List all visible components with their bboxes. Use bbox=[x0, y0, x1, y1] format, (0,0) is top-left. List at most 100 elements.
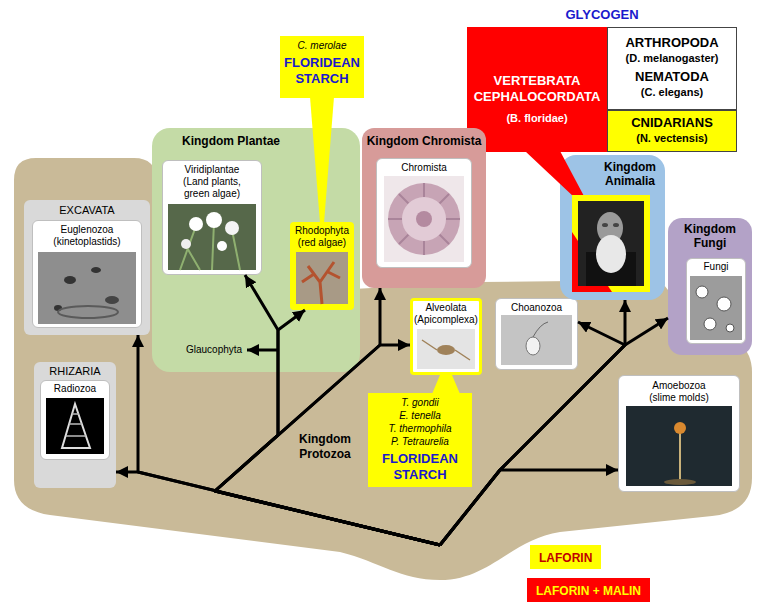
callout-tail bbox=[432, 375, 460, 394]
plant-photo bbox=[168, 204, 256, 270]
kinetoplastid-photo bbox=[58, 306, 118, 318]
kingdom-region: Kingdom Animalia bbox=[560, 155, 665, 300]
legend-text: LAFORIN bbox=[539, 551, 592, 565]
kinetoplastid-photo bbox=[54, 305, 62, 311]
node-text: NEMATODA bbox=[610, 69, 734, 85]
taxon-box: Alveolata (Apicomplexa) bbox=[410, 298, 482, 375]
node-text: C. merolae bbox=[282, 40, 362, 52]
node-text: T. gondii bbox=[370, 396, 470, 409]
node-text: Kingdom Fungi bbox=[674, 222, 746, 250]
taxon-box: Fungi bbox=[686, 258, 746, 344]
tree-arrow bbox=[440, 470, 618, 545]
portrait-photo bbox=[597, 212, 623, 244]
tree-arrow bbox=[138, 335, 440, 545]
taxon-label: Glaucophyta bbox=[186, 344, 242, 356]
legend-swatch: LAFORIN bbox=[530, 545, 601, 569]
choanoflagellate-photo bbox=[501, 315, 572, 365]
group-box: EXCAVATA Euglenozoa (kinetoplastids) bbox=[24, 200, 150, 335]
taxon-box: Amoebozoa (slime molds) bbox=[618, 375, 740, 492]
node-text: CNIDARIANS bbox=[610, 115, 734, 131]
callout-box: T. gondiiE. tenellaT. thermophilaP. Tetr… bbox=[368, 393, 472, 487]
taxon-box: Chromista bbox=[376, 158, 472, 268]
plant-photo bbox=[225, 221, 239, 235]
node-text: (D. melanogaster) bbox=[610, 51, 734, 65]
legend-swatch: LAFORIN + MALIN bbox=[527, 578, 650, 602]
node-text: Kingdom Protozoa bbox=[286, 432, 364, 462]
alga-photo bbox=[296, 252, 348, 304]
taxon-cell: CNIDARIANS(N. vectensis) bbox=[607, 110, 737, 152]
kingdom-region: Kingdom ChromistaChromista bbox=[362, 128, 486, 288]
kingdom-region: Kingdom PlantaeViridiplantae (Land plant… bbox=[152, 128, 360, 372]
portrait-photo bbox=[602, 223, 608, 227]
portrait-photo bbox=[586, 252, 636, 286]
tree-arrow bbox=[215, 310, 440, 545]
taxon-box: Radiozoa bbox=[40, 380, 110, 460]
kingdom-region: Kingdom FungiFungi bbox=[668, 218, 752, 355]
coccolith-photo bbox=[384, 176, 464, 262]
tree-arrow bbox=[215, 275, 440, 545]
tree-arrow bbox=[215, 345, 440, 545]
node-text: EXCAVATA bbox=[26, 204, 148, 217]
node-text: Kingdom Plantae bbox=[156, 134, 306, 149]
coccolith-photo bbox=[388, 183, 460, 255]
coccolith-photo bbox=[388, 183, 460, 255]
portrait-photo bbox=[572, 232, 612, 292]
callout-tail bbox=[525, 151, 585, 198]
node-text: FLORIDEAN STARCH bbox=[282, 55, 362, 87]
portrait-photo bbox=[596, 235, 626, 273]
node-text: Kingdom Chromista bbox=[364, 134, 484, 149]
taxon-cell: VERTEBRATA CEPHALOCORDATA (B. floridae) bbox=[467, 27, 607, 152]
alga-photo bbox=[296, 252, 348, 304]
node-text: Viridiplantae (Land plants, green algae) bbox=[173, 164, 251, 200]
node-text: Kingdom Animalia bbox=[598, 160, 662, 188]
slime-mold-photo bbox=[664, 479, 696, 485]
legend-entry: LAFORIN bbox=[530, 545, 601, 569]
plant-photo bbox=[206, 212, 222, 228]
radiolarian-photo bbox=[46, 398, 104, 454]
choanoflagellate-photo bbox=[526, 337, 540, 355]
table-group: GLYCOGEN VERTEBRATA CEPHALOCORDATA (B. flo… bbox=[467, 4, 737, 152]
radiolarian-photo bbox=[46, 398, 104, 454]
connector-group bbox=[116, 275, 668, 545]
plant-photo bbox=[217, 241, 227, 251]
legend-text: LAFORIN + MALIN bbox=[536, 584, 641, 598]
taxon-box: Viridiplantae (Land plants, green algae) bbox=[162, 160, 262, 275]
choanoflagellate-photo bbox=[533, 322, 548, 337]
callout-box: C. merolaeFLORIDEAN STARCH bbox=[280, 36, 364, 98]
coccolith-photo bbox=[384, 176, 464, 262]
slime-mold-photo bbox=[679, 432, 681, 482]
apicomplexan-photo bbox=[437, 345, 455, 355]
node-text: FLORIDEAN STARCH bbox=[370, 451, 470, 483]
node-text: P. Tetraurelia bbox=[370, 435, 470, 448]
yeast-photo bbox=[717, 297, 731, 311]
slime-mold-photo bbox=[674, 422, 686, 434]
legend-entry: LAFORIN + MALIN bbox=[527, 578, 650, 602]
node-text: GLYCOGEN bbox=[469, 6, 735, 24]
node-text: (B. floridae) bbox=[471, 111, 603, 125]
yeast-photo bbox=[704, 318, 716, 330]
apicomplexan-photo bbox=[417, 329, 475, 369]
node-text: Choanozoa bbox=[498, 302, 575, 314]
node-text: Chromista bbox=[379, 162, 469, 174]
node-text: Rhodophyta (red algae) bbox=[291, 225, 353, 249]
plant-photo bbox=[180, 222, 240, 270]
node-text: Radiozoa bbox=[43, 383, 107, 395]
node-text: Fungi bbox=[689, 261, 743, 273]
node-text: VERTEBRATA CEPHALOCORDATA bbox=[471, 73, 603, 105]
choanoflagellate-photo bbox=[501, 315, 572, 365]
tree-arrow bbox=[440, 300, 625, 545]
portrait-photo bbox=[613, 223, 619, 227]
yeast-photo bbox=[726, 324, 734, 332]
node-text: Euglenozoa (kinetoplastids) bbox=[37, 224, 137, 248]
portrait-photo bbox=[572, 195, 650, 292]
portrait-photo bbox=[572, 195, 650, 292]
portrait-photo bbox=[578, 201, 644, 286]
yeast-photo bbox=[690, 276, 742, 340]
slime-mold-photo bbox=[626, 406, 732, 486]
callout-tail bbox=[310, 97, 334, 223]
coccolith-photo bbox=[402, 197, 446, 241]
tree-arrow bbox=[440, 322, 625, 545]
plant-photo bbox=[168, 204, 256, 270]
